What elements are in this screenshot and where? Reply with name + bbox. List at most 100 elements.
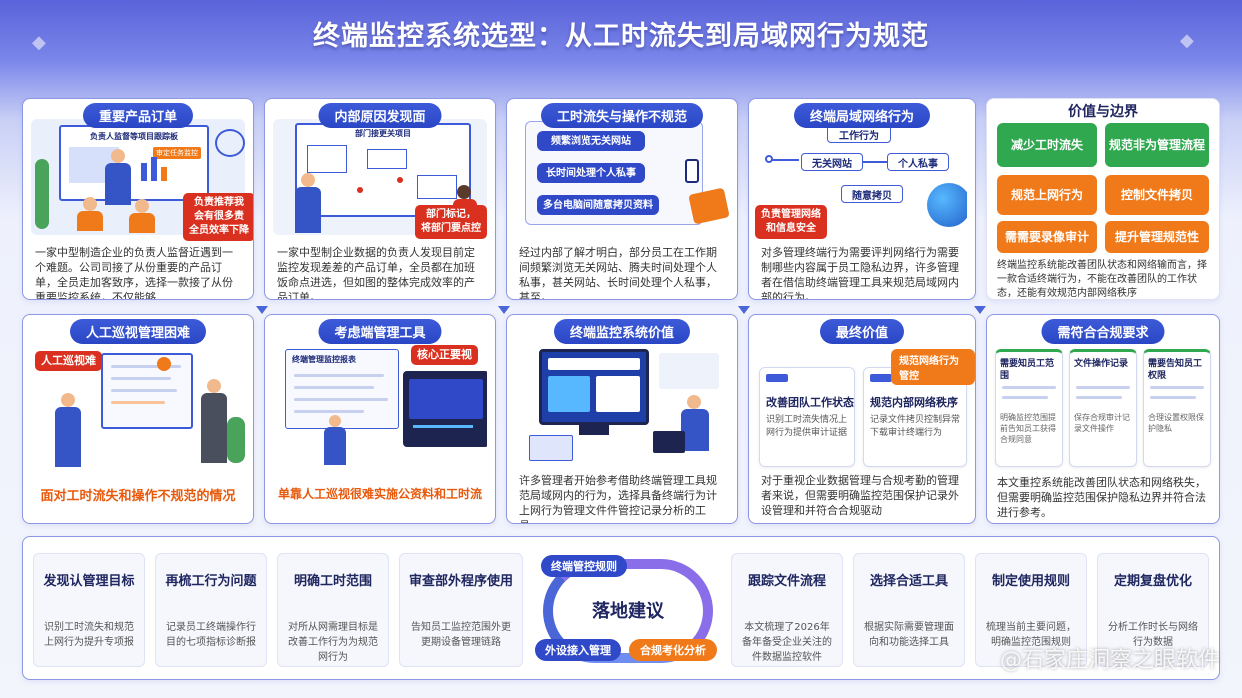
doc-card-title: 文件操作记录 [1074,359,1129,369]
flow-node: 随意拷贝 [841,185,903,203]
value-chip: 控制文件拷贝 [1105,175,1209,215]
panel-internal-cause: 内部原因发现面 部门接更关项目 部门标记， 将部门要点控 一家中型制企业数据的负… [264,98,496,300]
panel-title: 工时流失与操作不规范 [540,103,704,128]
step-desc: 梳理当前主要问题，明确监控范围规则 [986,622,1076,648]
panel-description: 一家中型制企业数据的负责人发现目前定监控发现差差的产品订单，全员都在加班饭命点进… [277,246,475,300]
panel-system-value: 终端监控系统价值 许多管理者开始参考借助终端管理工具规范局域网内的行为，选择具备… [506,314,738,524]
warning-tag: 人工巡视难 [35,351,102,371]
values-title: 价值与边界 [1068,104,1138,120]
step-card: 审查部外程序使用 告知员工监控范围外更更期设备管理链路 [399,553,523,667]
panel-description: 一家中型制造企业的负责人监督近遇到一个难题。公司司接了从份重要的产品订单，全员走… [35,246,233,300]
arrow-down-icon [738,306,750,314]
issue-chip: 频繁浏览无关网站 [537,131,645,151]
panel-manual-inspection: 人工巡视管理困难 人工巡视难 面对工时流失和操作不规范的情况 [22,314,254,524]
board-button: 审定任务监控 [153,147,201,159]
step-desc: 分析工作时长与网络行为数据 [1108,622,1198,648]
illustration-issues: 频繁浏览无关网站 长时间处理个人私事 多台电脑间随意拷贝资料 [515,119,729,235]
arrow-down-icon [498,306,510,314]
panel-title: 最终价值 [819,319,905,344]
value-card-text: 记录文件拷贝控制异常下载审计终端行为 [870,415,961,438]
doc-card-title: 需要知员工范围 [1000,359,1055,381]
panel-title: 人工巡视管理困难 [69,319,207,344]
panel-values: 价值与边界 减少工时流失 规范非为管理流程 规范上网行为 控制文件拷贝 需需要录… [986,98,1220,300]
panel-description: 本文重控系统能改善团队状态和网络秩失，但需要明确监控范围保护隐私边界并符合法进行… [997,476,1206,519]
issue-chip: 长时间处理个人私事 [537,163,645,183]
arrow-down-icon [974,306,986,314]
panel-description: 对于重视企业数据管理与合规考勤的管理者来说，但需要明确监控范围保护记录外设管理和… [761,474,959,517]
step-card: 再梳工行为问题 记录员工终端操作行目的七项指标诊断报 [155,553,267,667]
panel-network-behavior: 终端局域网络行为 工作行为 无关网站 个人私事 随意拷贝 负责管理网络 和信息安… [748,98,976,300]
implementation-strip: 发现认管理目标 识别工时流失和规范上网行为提升专项报 再梳工行为问题 记录员工终… [22,536,1220,680]
illustration-monitor [515,335,729,465]
flow-node: 个人私事 [887,153,949,171]
step-card: 选择合适工具 根据实际需要管理面向和功能选择工具 [853,553,965,667]
doc-card: 需要知员工范围 明确监控范围提前告知员工获得合规同意 [995,349,1063,467]
page-title: 终端监控系统选型：从工时流失到局域网行为规范 [313,21,929,52]
warning-tag: 负责推荐我 会有很多责 全员效率下降 [183,193,253,241]
step-title: 选择合适工具 [869,574,948,589]
panel-description: 经过内部了解才明白，部分员工在工作期间频繁浏览无关网站、腾夫时间处理个人私事，甚… [519,246,717,300]
step-title: 审查部外程序使用 [408,574,513,589]
step-desc: 对所从网需理目标是改善工作行为为规范网行为 [288,622,378,663]
arrow-down-icon [256,306,268,314]
panel-important-order: 重要产品订单 负责人监督等项目跟踪板 审定任务监控 负责推荐我 会有很多责 全员… [22,98,254,300]
step-card: 发现认管理目标 识别工时流失和规范上网行为提升专项报 [33,553,145,667]
panel-description: 对多管理终端行为需要评判网络行为需要制哪些内容属于员工隐私边界，许多管理者在借信… [761,246,959,300]
warning-tag: 部门标记， 将部门要点控 [415,205,487,239]
cycle-ring [543,559,713,663]
panel-title: 内部原因发现面 [318,103,442,128]
board-text: 负责人监督等项目跟踪板 [90,132,178,141]
panel-title: 终端监控系统价值 [553,319,691,344]
panel-final-value: 最终价值 规范网络行为管控 改善团队工作状态 识别工时流失情况上网行为提供审计证… [748,314,976,524]
panel-compliance: 需符合合规要求 需要知员工范围 明确监控范围提前告知员工获得合规同意 文件操作记… [986,314,1220,524]
value-card-text: 识别工时流失情况上网行为提供审计证据 [766,415,848,438]
doc-card: 需要告知员工权限 合理设置权限保护隐私 [1143,349,1211,467]
step-desc: 本文梳理了2026年备年备受企业关注的件数据监控软件 [742,622,832,663]
illustration-meeting: 负责人监督等项目跟踪板 审定任务监控 [31,119,245,235]
center-tag: 外设接入管理 [535,639,621,661]
doc-card-text: 保存合规审计记录文件操作 [1074,413,1130,433]
doc-card-text: 合理设置权限保护隐私 [1148,413,1204,433]
panel-title: 需符合合规要求 [1041,319,1165,344]
doc-card-title: 需要告知员工权限 [1148,359,1203,381]
step-desc: 根据实际需要管理面向和功能选择工具 [864,622,954,648]
warning-tag: 负责管理网络 和信息安全 [755,205,827,239]
step-desc: 记录员工终端操作行目的七项指标诊断报 [166,622,256,648]
step-card: 制定使用规则 梳理当前主要问题，明确监控范围规则 [975,553,1087,667]
value-chip: 提升管理规范性 [1105,221,1209,253]
center-tag: 终端管控规则 [541,555,627,577]
panel-caption: 单靠人工巡视很难实施公资料和工时流 [277,487,482,501]
step-title: 再梳工行为问题 [165,574,257,589]
value-card-title: 改善团队工作状态 [766,396,854,409]
panel-caption: 面对工时流失和操作不规范的情况 [40,489,236,504]
panel-description: 许多管理者开始参考借助终端管理工具规范局域网内的行为，选择具备终端行为计上网行为… [519,474,717,523]
value-chip: 规范上网行为 [997,175,1097,215]
center-title: 落地建议 [592,601,664,622]
values-description: 终端监控系统能改善团队状态和网络输而言，择一款合适终端行为，不能在改善团队的工作… [997,260,1207,299]
step-desc: 识别工时流失和规范上网行为提升专项报 [44,622,134,648]
value-card: 改善团队工作状态 识别工时流失情况上网行为提供审计证据 [759,367,855,467]
doc-card-text: 明确监控范围提前告知员工获得合规同意 [1000,413,1056,444]
step-title: 定期复盘优化 [1113,574,1192,589]
panel-time-loss: 工时流失与操作不规范 频繁浏览无关网站 长时间处理个人私事 多台电脑间随意拷贝资… [506,98,738,300]
flow-node: 无关网站 [801,153,863,171]
panel-endpoint-tool: 考虑端管理工具 终端管理监控报表 核心正要视 单靠人工巡视很难实施公资料和工时流 [264,314,496,524]
panel-title: 考虑端管理工具 [318,319,442,344]
value-chip: 减少工时流失 [997,123,1097,167]
warning-tag: 核心正要视 [411,345,478,365]
step-title: 制定使用规则 [991,574,1070,589]
step-card: 明确工时范围 对所从网需理目标是改善工作行为为规范网行为 [277,553,389,667]
value-card-title: 规范内部网络秩序 [870,396,958,409]
warning-tag: 规范网络行为管控 [891,349,975,385]
panel-title: 终端局域网络行为 [793,103,931,128]
issue-chip: 多台电脑间随意拷贝资料 [537,195,659,215]
value-chip: 需需要录像审计 [997,221,1097,253]
doc-card: 文件操作记录 保存合规审计记录文件操作 [1069,349,1137,467]
panel-title: 重要产品订单 [82,103,194,128]
step-desc: 告知员工监控范围外更更期设备管理链路 [411,622,511,648]
decor-icon: ◆ [32,32,46,53]
step-title: 跟踪文件流程 [747,574,826,589]
watermark: @石家庄洞察之眼软件 [999,648,1220,673]
value-chip: 规范非为管理流程 [1105,123,1209,167]
screen-text: 终端管理监控报表 [292,355,356,364]
